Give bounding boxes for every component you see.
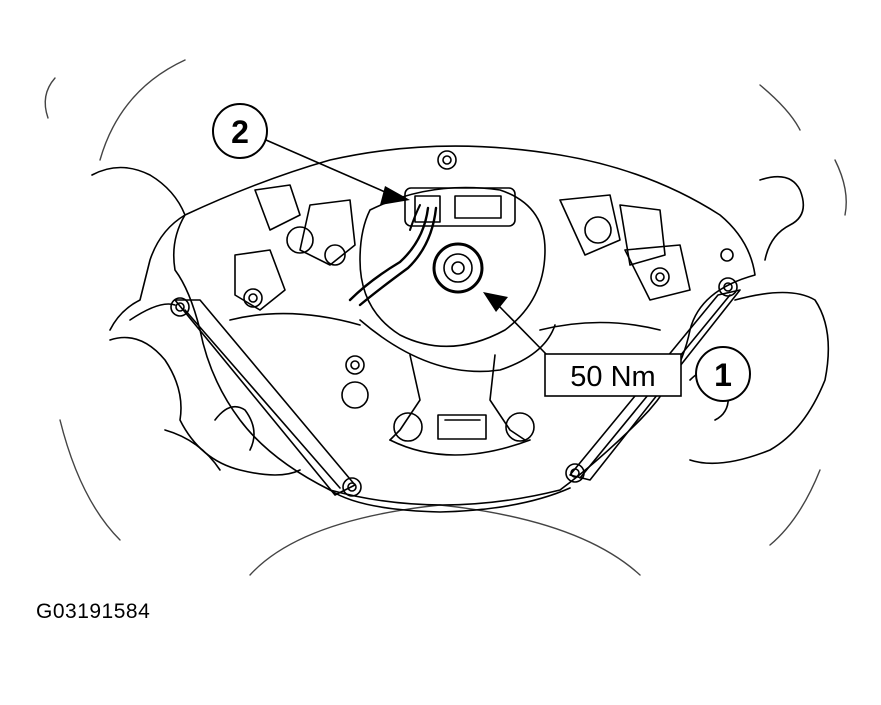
left-spoke	[229, 184, 361, 326]
figure-id: G03191584	[36, 600, 151, 623]
wiring-harness	[348, 206, 430, 302]
top-bolt	[437, 150, 457, 170]
callout-1-number: 1	[714, 357, 732, 393]
hub-body	[172, 145, 756, 506]
center-nut	[432, 242, 484, 294]
right-spoke	[539, 194, 734, 331]
left-lower-spoke	[109, 297, 362, 497]
callout-2: 2	[212, 103, 268, 159]
right-lower-spoke	[565, 277, 830, 483]
callout-1-leader	[483, 292, 549, 357]
torque-spec-label: 50 Nm	[570, 361, 655, 393]
callout-2-leader	[265, 139, 410, 205]
torque-spec-box	[544, 353, 682, 397]
wheel-rim	[44, 59, 847, 576]
inner-hub-ring	[359, 186, 546, 348]
hub-base	[329, 487, 571, 513]
connector-housing	[404, 187, 516, 227]
callout-1: 50 Nm 1	[544, 346, 751, 402]
callout-2-number: 2	[231, 114, 249, 150]
lower-hub	[341, 319, 556, 456]
right-rim-contour	[759, 175, 805, 261]
